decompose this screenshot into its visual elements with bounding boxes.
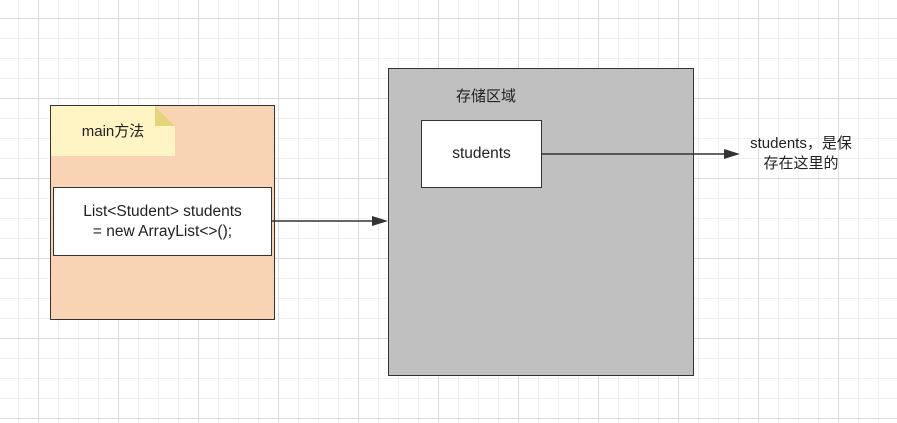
storage-area-frame[interactable] [388, 68, 694, 376]
storage-area-label: 存储区域 [456, 88, 517, 105]
arrowhead-icon [724, 149, 740, 159]
students-variable-box[interactable]: students [421, 120, 542, 188]
note-label: main方法 [81, 123, 145, 140]
note-shape [51, 106, 175, 156]
arrow-code-to-storage[interactable] [272, 216, 388, 226]
arrowhead-icon [372, 216, 388, 226]
annotation-text: students，是保 存在这里的 [750, 135, 852, 172]
arrow-students-to-annotation[interactable] [542, 149, 740, 159]
code-statement-box[interactable]: List<Student> students = new ArrayList<>… [53, 187, 272, 256]
